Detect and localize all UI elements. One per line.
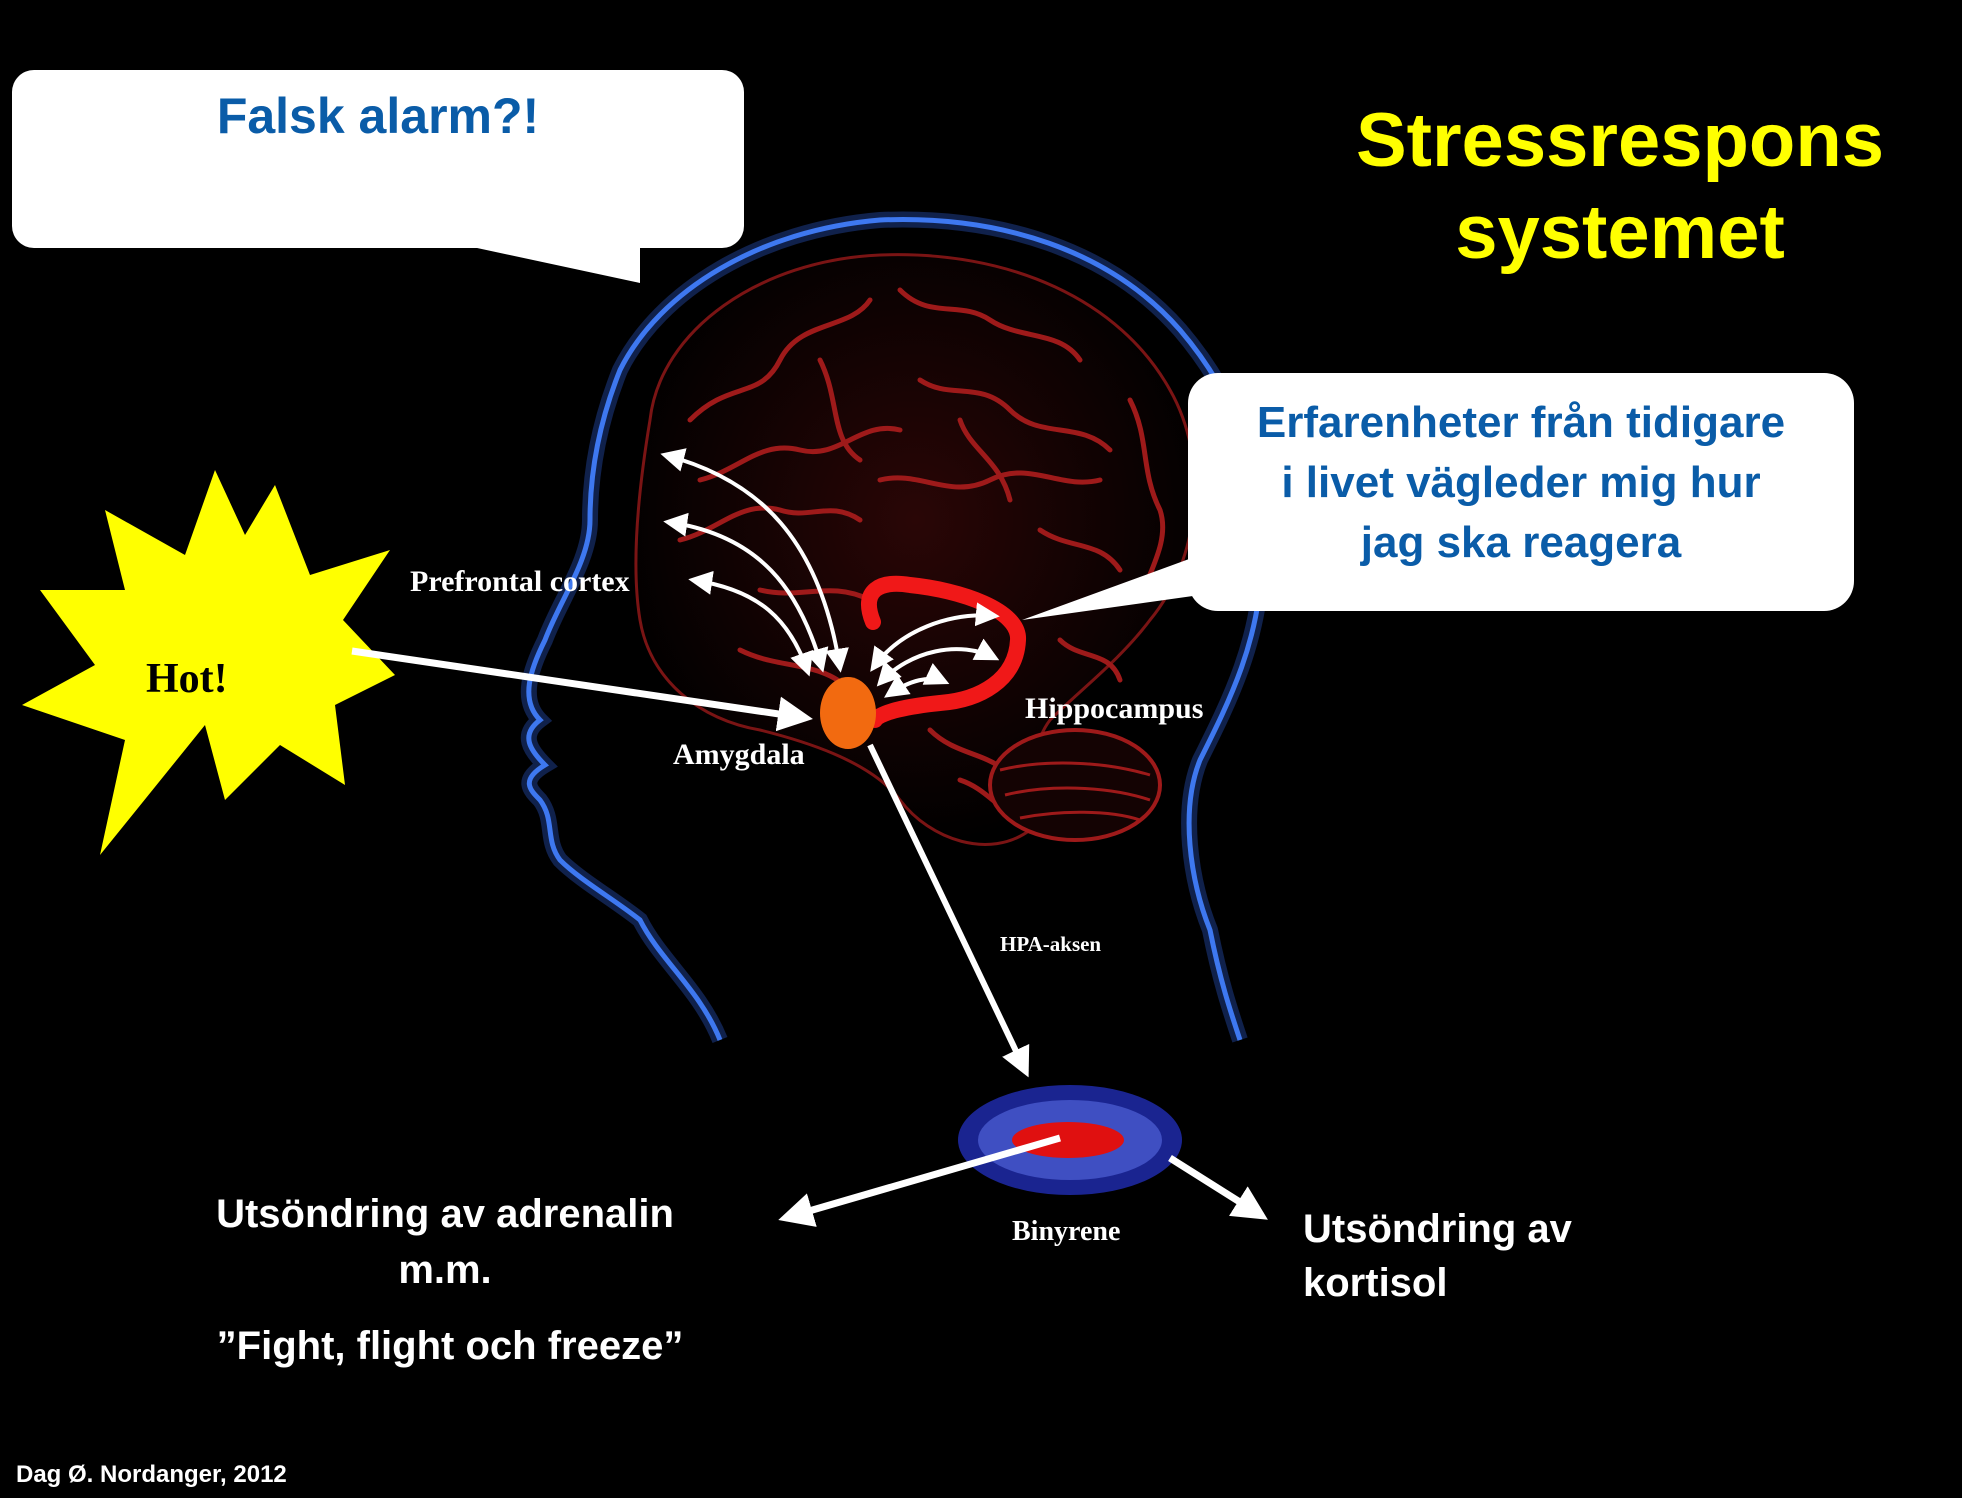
bubble-experience-text: Erfarenheter från tidigare i livet vägle… xyxy=(1188,393,1854,573)
adrenal-label: Binyrene xyxy=(1012,1216,1121,1247)
bubble-experience-shape xyxy=(1022,373,1854,620)
hpa-axis-label: HPA-aksen xyxy=(1000,932,1102,956)
bubble-alarm-shape xyxy=(12,70,744,283)
threat-burst xyxy=(22,470,395,855)
adrenaline-output: Utsöndring av adrenalin m.m. xyxy=(170,1186,720,1298)
arrow-cortisol xyxy=(1168,1155,1268,1220)
title-line-2: systemet xyxy=(1455,190,1785,275)
arrow-threat-to-amygdala xyxy=(351,647,813,732)
arrow-adrenaline xyxy=(778,1134,1061,1227)
head-outline xyxy=(520,211,1271,1044)
author-credit: Dag Ø. Nordanger, 2012 xyxy=(16,1461,287,1488)
fight-flight-freeze: ”Fight, flight och freeze” xyxy=(216,1324,684,1368)
hippocampus-label: Hippocampus xyxy=(1025,692,1204,725)
adrenaline-line-2: m.m. xyxy=(398,1248,492,1292)
threat-label: Hot! xyxy=(146,656,228,702)
bubble-experience-line-1: Erfarenheter från tidigare xyxy=(1256,398,1786,447)
hippocampus-shape xyxy=(861,575,1026,728)
bubble-alarm-text: Falsk alarm?! xyxy=(216,88,540,144)
bubble-experience-line-2: i livet vägleder mig hur xyxy=(1281,458,1761,507)
amygdala-shape xyxy=(820,677,876,749)
page-title: Stressrespons systemet xyxy=(1280,95,1960,279)
arrows-prefrontal-amygdala xyxy=(660,448,849,677)
bubble-experience-line-3: jag ska reagera xyxy=(1360,518,1682,567)
prefrontal-cortex-label: Prefrontal cortex xyxy=(410,565,630,598)
title-line-1: Stressrespons xyxy=(1355,98,1885,183)
arrows-hippocampus-amygdala xyxy=(870,602,1000,698)
cortisol-line-2: kortisol xyxy=(1303,1261,1448,1305)
amygdala-label: Amygdala xyxy=(673,738,805,771)
cortisol-line-1: Utsöndring av xyxy=(1303,1207,1572,1251)
adrenal-gland xyxy=(958,1085,1182,1195)
cortisol-output: Utsöndring av kortisol xyxy=(1303,1202,1703,1310)
brain xyxy=(634,253,1197,846)
arrow-hpa-axis xyxy=(867,743,1030,1078)
adrenaline-line-1: Utsöndring av adrenalin xyxy=(216,1192,674,1236)
